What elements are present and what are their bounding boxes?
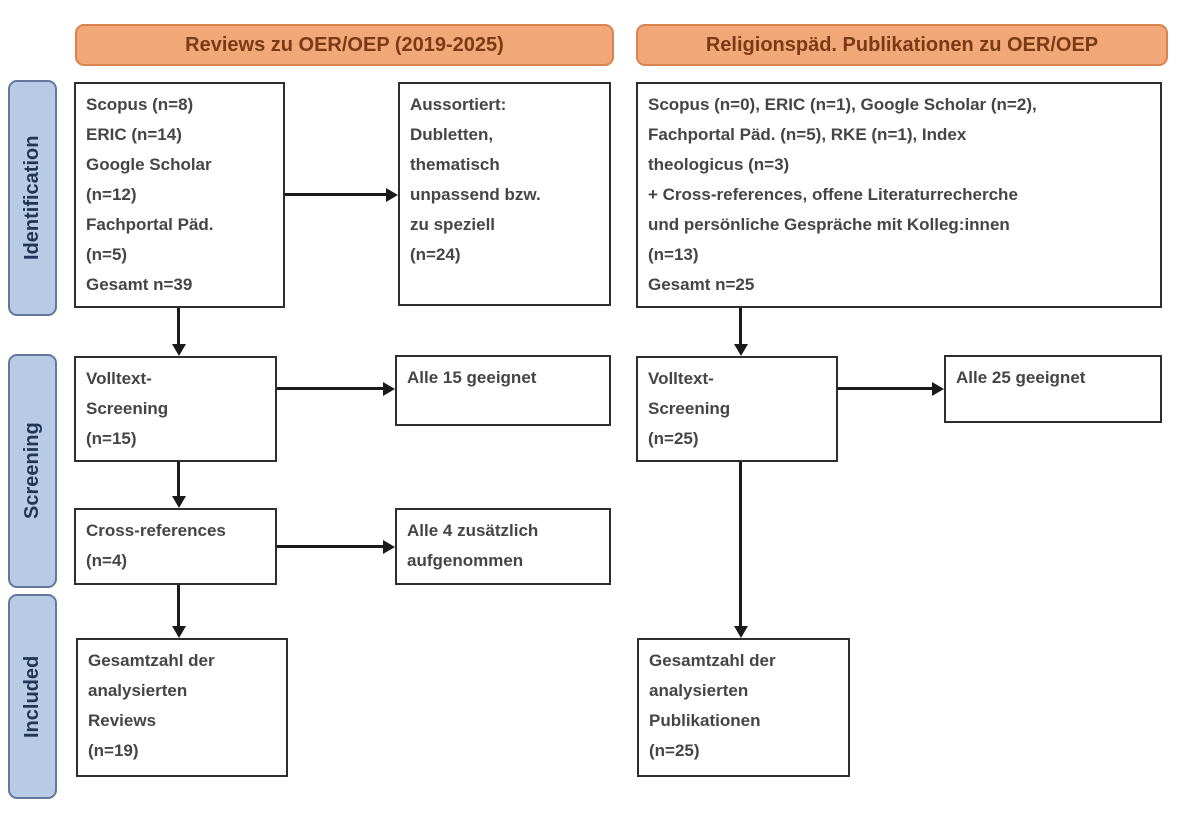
box-pubs-fulltext-screening: Volltext- Screening (n=25) [636, 356, 838, 462]
column-header-religionspaed: Religionspäd. Publikationen zu OER/OEP [636, 24, 1168, 66]
column-header-reviews: Reviews zu OER/OEP (2019-2025) [75, 24, 614, 66]
stage-identification: Identification [8, 80, 57, 316]
box-reviews-fulltext-screening: Volltext- Screening (n=15) [74, 356, 277, 462]
stage-screening: Screening [8, 354, 57, 588]
box-pubs-total: Gesamtzahl der analysierten Publikatione… [637, 638, 850, 777]
box-reviews-crossreferences: Cross-references (n=4) [74, 508, 277, 585]
arrow-reviews-fulltext-to-crossref [177, 462, 180, 496]
stage-included: Included [8, 594, 57, 799]
arrow-reviews-fulltext-to-result [277, 387, 383, 390]
box-reviews-crossref-result: Alle 4 zusätzlich aufgenommen [395, 508, 611, 585]
box-pubs-fulltext-result: Alle 25 geeignet [944, 355, 1162, 423]
arrow-reviews-crossref-to-result [277, 545, 383, 548]
box-pubs-sources: Scopus (n=0), ERIC (n=1), Google Scholar… [636, 82, 1162, 308]
arrow-pubs-sources-to-fulltext [739, 308, 742, 344]
arrow-pubs-fulltext-to-total [739, 462, 742, 626]
arrow-reviews-sources-to-fulltext [177, 308, 180, 344]
box-reviews-excluded: Aussortiert: Dubletten, thematisch unpas… [398, 82, 611, 306]
arrow-pubs-fulltext-to-result [838, 387, 932, 390]
arrow-reviews-sources-to-excluded [285, 193, 386, 196]
arrow-reviews-crossref-to-total [177, 585, 180, 626]
box-reviews-total: Gesamtzahl der analysierten Reviews (n=1… [76, 638, 288, 777]
box-reviews-sources: Scopus (n=8) ERIC (n=14) Google Scholar … [74, 82, 285, 308]
box-reviews-fulltext-result: Alle 15 geeignet [395, 355, 611, 426]
